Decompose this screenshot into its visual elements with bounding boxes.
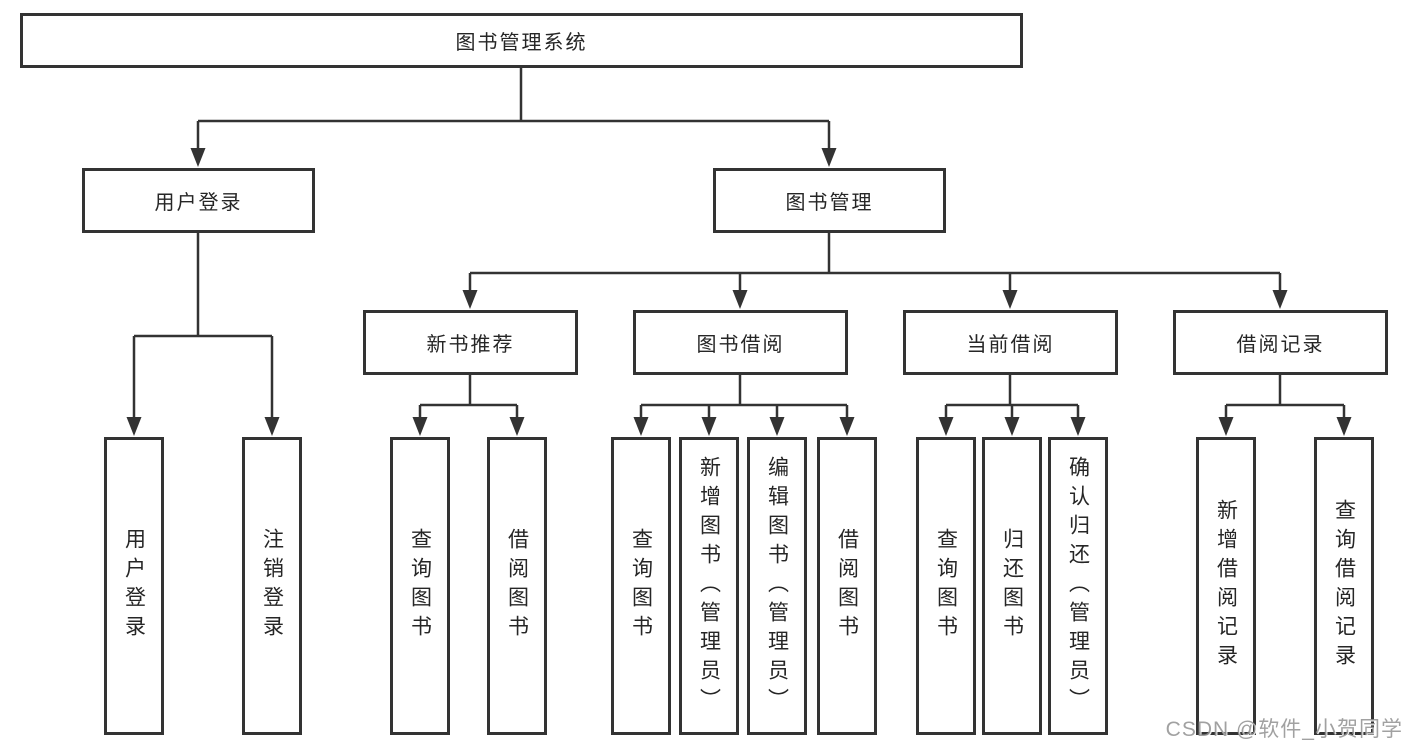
node-new-book-rec: 新书推荐	[363, 310, 578, 375]
watermark: CSDN @软件_小贺同学	[1165, 718, 1403, 741]
node-leaf-edit-book: 编辑图书（管理员）	[747, 437, 807, 735]
node-current-borrow: 当前借阅	[903, 310, 1118, 375]
node-book-mgmt: 图书管理	[713, 168, 946, 233]
node-label: 图书借阅	[696, 334, 785, 356]
node-label: 确认归还（管理员）	[1066, 455, 1090, 717]
node-leaf-borrow-book-1: 借阅图书	[487, 437, 547, 735]
node-leaf-logout: 注销登录	[242, 437, 302, 735]
node-leaf-return-book: 归还图书	[982, 437, 1042, 735]
node-leaf-query-book-1: 查询图书	[390, 437, 450, 735]
node-leaf-query-book-2: 查询图书	[611, 437, 671, 735]
node-leaf-borrow-book-2: 借阅图书	[817, 437, 877, 735]
node-label: 借阅图书	[505, 528, 529, 644]
node-leaf-user-login: 用户登录	[104, 437, 164, 735]
node-label: 注销登录	[260, 528, 284, 644]
node-label: 归还图书	[1000, 528, 1024, 644]
node-label: 用户登录	[154, 192, 243, 214]
node-label: 查询图书	[934, 528, 958, 644]
node-label: 当前借阅	[966, 334, 1055, 356]
node-root: 图书管理系统	[20, 13, 1023, 68]
node-label: 新书推荐	[426, 334, 515, 356]
node-label: 新增借阅记录	[1214, 499, 1238, 673]
node-leaf-add-record: 新增借阅记录	[1196, 437, 1256, 735]
node-leaf-query-record: 查询借阅记录	[1314, 437, 1374, 735]
node-label: 图书管理	[785, 192, 874, 214]
node-label: 查询图书	[408, 528, 432, 644]
node-leaf-add-book: 新增图书（管理员）	[679, 437, 739, 735]
node-leaf-confirm-return: 确认归还（管理员）	[1048, 437, 1108, 735]
node-label: 借阅记录	[1236, 334, 1325, 356]
node-book-borrow: 图书借阅	[633, 310, 848, 375]
node-label: 用户登录	[122, 528, 146, 644]
node-label: 查询借阅记录	[1332, 499, 1356, 673]
node-borrow-record: 借阅记录	[1173, 310, 1388, 375]
node-label: 新增图书（管理员）	[697, 455, 721, 717]
node-label: 图书管理系统	[455, 32, 588, 54]
node-user-login: 用户登录	[82, 168, 315, 233]
node-leaf-query-book-3: 查询图书	[916, 437, 976, 735]
node-label: 借阅图书	[835, 528, 859, 644]
node-label: 编辑图书（管理员）	[765, 455, 789, 717]
node-label: 查询图书	[629, 528, 653, 644]
